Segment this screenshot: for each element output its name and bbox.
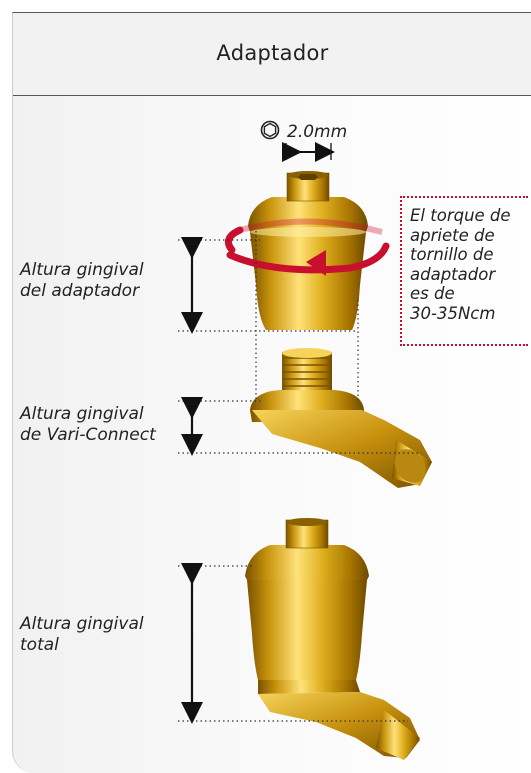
torque-note: El torque de apriete de tornillo de adap… <box>410 206 525 323</box>
hex-size-label: 2.0mm <box>287 122 347 142</box>
adapter-height-label-line2: del adaptador <box>20 281 140 301</box>
rotation-arrow-icon <box>224 218 390 276</box>
total-height-label-line1: Altura gingival <box>20 614 144 634</box>
page-title: Adaptador <box>216 41 329 65</box>
torque-note-line: es de <box>410 284 455 303</box>
total-assembly-part <box>245 518 420 760</box>
torque-note-line: El torque de <box>410 206 511 225</box>
torque-note-box <box>400 196 528 346</box>
hex-nut-icon <box>260 120 280 140</box>
card-header: Adaptador <box>13 13 531 96</box>
total-height-label-line2: total <box>20 635 59 655</box>
vari-connect-height-label-line1: Altura gingival <box>20 404 144 424</box>
torque-note-line: 30-35Ncm <box>410 303 496 323</box>
adapter-part <box>248 171 368 330</box>
vari-connect-height-label: Altura gingival de Vari-Connect <box>20 404 156 446</box>
torque-note-line: tornillo de <box>410 245 494 264</box>
adapter-height-label-line1: Altura gingival <box>20 260 144 280</box>
total-height-label: Altura gingival total <box>20 614 144 656</box>
torque-note-line: adaptador <box>410 264 496 284</box>
vari-connect-height-label-line2: de Vari-Connect <box>20 425 156 445</box>
torque-note-line: apriete de <box>410 225 495 245</box>
adapter-height-label: Altura gingival del adaptador <box>20 260 144 302</box>
vari-connect-part <box>250 348 432 488</box>
